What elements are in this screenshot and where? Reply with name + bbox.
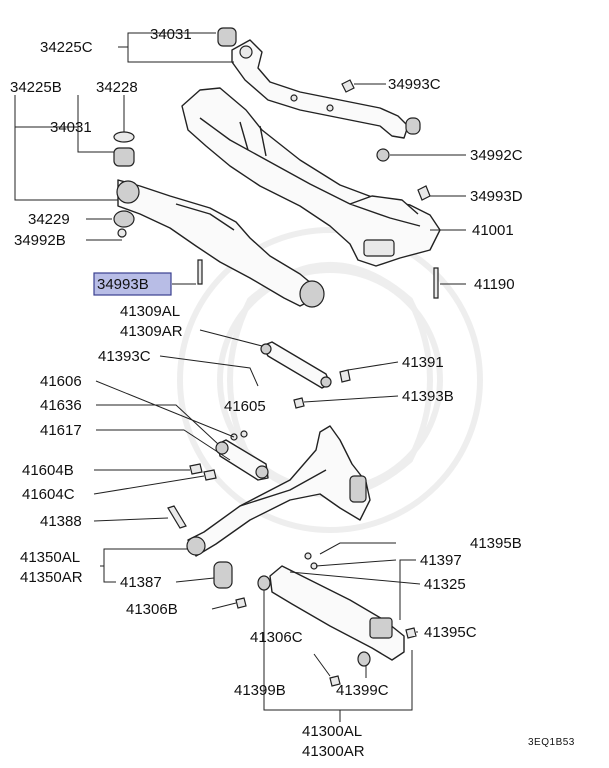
label-34993B[interactable]: 34993B xyxy=(97,276,149,293)
label-41388[interactable]: 41388 xyxy=(40,513,82,530)
leader-lines xyxy=(14,32,466,722)
label-41309AR[interactable]: 41309AR xyxy=(120,323,183,340)
trailing-arm-41350 xyxy=(167,425,371,609)
label-34992B[interactable]: 34992B xyxy=(14,232,66,249)
label-41350AR[interactable]: 41350AR xyxy=(20,569,83,586)
label-34031-top[interactable]: 34031 xyxy=(150,26,192,43)
label-41604B[interactable]: 41604B xyxy=(22,462,74,479)
label-41325[interactable]: 41325 xyxy=(424,576,466,593)
label-41387[interactable]: 41387 xyxy=(120,574,162,591)
label-34992C[interactable]: 34992C xyxy=(470,147,523,164)
label-41399B[interactable]: 41399B xyxy=(234,682,286,699)
lower-crossmember-bar xyxy=(116,179,325,308)
label-34993C[interactable]: 34993C xyxy=(388,76,441,93)
label-41606[interactable]: 41606 xyxy=(40,373,82,390)
label-41393B[interactable]: 41393B xyxy=(402,388,454,405)
label-41605[interactable]: 41605 xyxy=(224,398,266,415)
label-41309AL[interactable]: 41309AL xyxy=(120,303,180,320)
label-41306B[interactable]: 41306B xyxy=(126,601,178,618)
label-41604C[interactable]: 41604C xyxy=(22,486,75,503)
label-34225C[interactable]: 34225C xyxy=(40,39,93,56)
upper-crossmember-bracket xyxy=(231,39,409,139)
bolts-upper xyxy=(197,79,439,299)
label-41391[interactable]: 41391 xyxy=(402,354,444,371)
label-41300AR[interactable]: 41300AR xyxy=(302,743,365,760)
highlighted-part-box xyxy=(93,272,172,296)
part-labels: 34031 34225C 34993C 34225B 34228 34031 3… xyxy=(10,26,575,760)
mount-34228 xyxy=(113,131,135,167)
toe-link-41617 xyxy=(189,430,269,481)
label-41001[interactable]: 41001 xyxy=(472,222,514,239)
label-34229[interactable]: 34229 xyxy=(28,211,70,228)
label-41617[interactable]: 41617 xyxy=(40,422,82,439)
label-34228[interactable]: 34228 xyxy=(96,79,138,96)
label-41399C[interactable]: 41399C xyxy=(336,682,389,699)
bushing-34992C xyxy=(376,117,421,162)
bushing-34031-top xyxy=(217,27,237,47)
label-41397[interactable]: 41397 xyxy=(420,552,462,569)
label-41190[interactable]: 41190 xyxy=(474,276,515,293)
label-41393C[interactable]: 41393C xyxy=(98,348,151,365)
diagram-code: 3EQ1B53 xyxy=(528,737,575,748)
label-34031[interactable]: 34031 xyxy=(50,119,92,136)
label-41636[interactable]: 41636 xyxy=(40,397,82,414)
label-41306C[interactable]: 41306C xyxy=(250,629,303,646)
lower-arm-41325 xyxy=(257,552,417,687)
label-41395C[interactable]: 41395C xyxy=(424,624,477,641)
label-34993D[interactable]: 34993D xyxy=(470,188,523,205)
label-41395B[interactable]: 41395B xyxy=(470,535,522,552)
trailing-link-41309 xyxy=(260,341,351,409)
mount-34229 xyxy=(113,210,135,238)
label-41300AL[interactable]: 41300AL xyxy=(302,723,362,740)
rear-crossmember xyxy=(181,87,441,267)
label-34225B[interactable]: 34225B xyxy=(10,79,62,96)
label-41350AL[interactable]: 41350AL xyxy=(20,549,80,566)
